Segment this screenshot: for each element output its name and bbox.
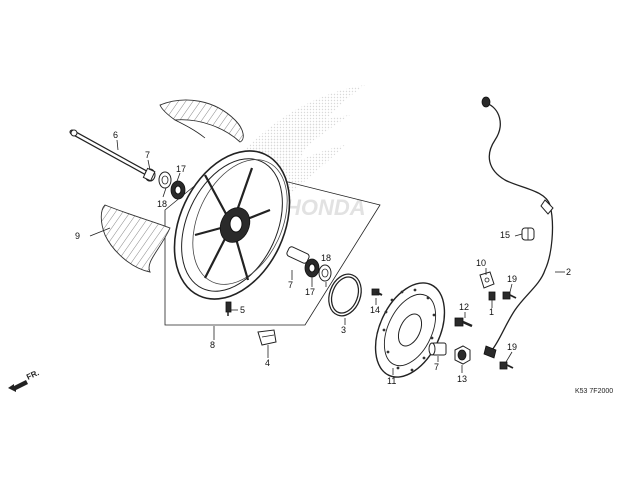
- callout-13: 12: [459, 302, 469, 312]
- cable-grommet: [521, 227, 535, 241]
- disc-bolt: [454, 317, 473, 328]
- callout-2: 2: [566, 267, 571, 277]
- watermark-text: HONDA: [285, 195, 366, 220]
- callout-8: 7: [288, 280, 293, 290]
- callout-10: 9: [75, 231, 80, 241]
- dust-seal-right: [318, 264, 332, 282]
- callout-14: 13: [457, 374, 467, 384]
- callout-16: 15: [500, 230, 510, 240]
- sensor-bolt: [488, 291, 496, 301]
- tire-lower: [100, 204, 171, 273]
- callout-11: 10: [476, 258, 486, 268]
- wheel-rim: [173, 150, 291, 300]
- callout-4: 4: [265, 358, 270, 368]
- leader-lines: [89, 139, 565, 375]
- callout-19-upper: 19: [507, 274, 517, 284]
- brake-disc: [374, 282, 446, 378]
- cable-clamp: [479, 271, 495, 289]
- callout-17-left: 17: [176, 164, 186, 174]
- tire-upper: [159, 99, 244, 143]
- dust-seal-left: [158, 171, 172, 189]
- callout-3: 3: [341, 325, 346, 335]
- callout-18-right: 18: [321, 253, 331, 263]
- callouts: 6 7 17 18 9 5 8 4 7 17 18 3 14 11 7 13 1…: [75, 130, 571, 386]
- distance-collar: [286, 246, 310, 264]
- diagram-code: K53 7F2000: [575, 388, 613, 395]
- callout-7-right: 7: [434, 362, 439, 372]
- axle-bolt: [454, 345, 471, 365]
- direction-label: FR.: [25, 368, 40, 382]
- callout-15: 14: [370, 305, 380, 315]
- callout-12: 11: [387, 376, 396, 386]
- callout-9: 8: [210, 340, 215, 350]
- screw-lower: [499, 361, 514, 370]
- front-axle: [69, 129, 153, 178]
- callout-5: 5: [240, 305, 245, 315]
- callout-18-left: 18: [157, 199, 167, 209]
- sensor-cable: [481, 96, 554, 359]
- front-direction-arrow: FR.: [8, 368, 41, 392]
- air-valve: [225, 301, 232, 316]
- side-collar-right: [428, 342, 447, 356]
- balance-weight: [257, 329, 277, 346]
- callout-6: 6: [113, 130, 118, 140]
- callout-17-right: 17: [305, 287, 315, 297]
- callout-1: 1: [489, 307, 494, 317]
- side-collar-left: [142, 167, 156, 182]
- screw-upper: [502, 291, 517, 300]
- bolt-15: [371, 288, 383, 296]
- callout-7-left: 7: [145, 150, 150, 160]
- callout-19-lower: 19: [507, 342, 517, 352]
- pulser-ring: [328, 273, 362, 317]
